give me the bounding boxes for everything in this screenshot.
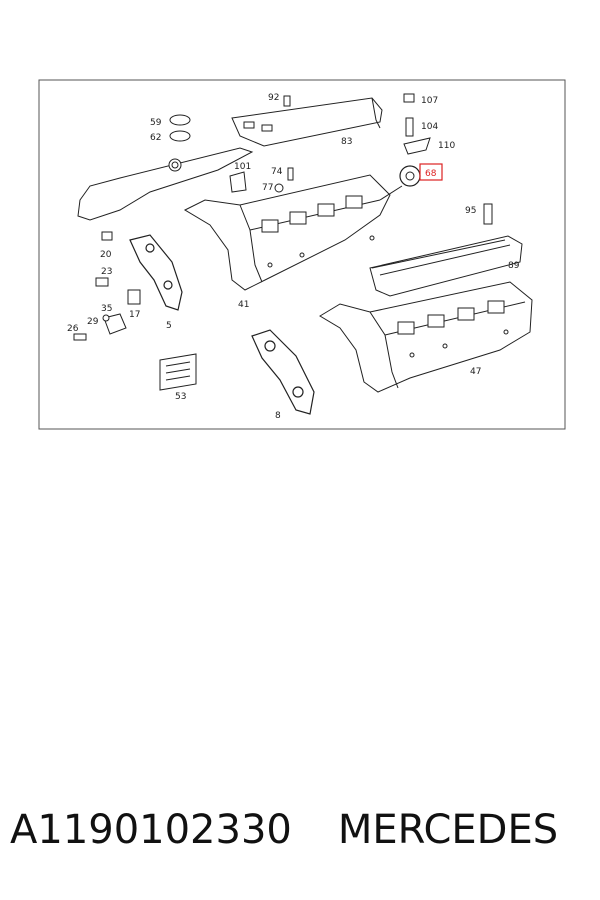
- small-parts: [73, 93, 493, 391]
- label-95: 95: [465, 206, 476, 216]
- parts-diagram: 59 62 92 83 107 104 110 68 101 74 77 95 …: [38, 79, 566, 430]
- label-74: 74: [271, 167, 283, 177]
- sleeve-part-17: [127, 289, 141, 305]
- valve-cover-part-47: [319, 281, 533, 393]
- bolt-part-23: [95, 277, 109, 287]
- valve-cover-part-41: [183, 174, 391, 291]
- part-labels: 59 62 92 83 107 104 110 68 101 74 77 95 …: [67, 93, 520, 421]
- gasket-part-5: [129, 234, 183, 311]
- bolt-part-20: [101, 231, 113, 241]
- label-35: 35: [101, 304, 112, 314]
- label-5: 5: [166, 321, 172, 331]
- label-8: 8: [275, 411, 281, 421]
- label-83: 83: [341, 137, 352, 147]
- label-110: 110: [438, 141, 455, 151]
- bracket-part-110: [403, 137, 431, 155]
- cover-part-83: [231, 97, 383, 147]
- plug-part-68: [379, 163, 443, 201]
- bolt-part-74: [287, 167, 294, 181]
- label-92: 92: [268, 93, 279, 103]
- ring-part-35: [102, 314, 110, 322]
- bolt-part-92: [283, 95, 291, 107]
- highlight-box-68: [419, 163, 443, 181]
- label-41: 41: [238, 300, 249, 310]
- brand-name: MERCEDES: [337, 807, 559, 853]
- part-number: A1190102330: [10, 807, 292, 853]
- label-104: 104: [421, 122, 438, 132]
- label-77: 77: [262, 183, 273, 193]
- label-23: 23: [101, 267, 112, 277]
- label-101: 101: [234, 162, 251, 172]
- cover-part-89: [369, 235, 523, 297]
- cover-part-upper-left: [77, 147, 254, 221]
- label-47: 47: [470, 367, 481, 377]
- label-89: 89: [508, 261, 520, 271]
- label-62: 62: [150, 133, 161, 143]
- label-part-53: [159, 353, 197, 391]
- label-53: 53: [175, 392, 186, 402]
- label-17: 17: [129, 310, 140, 320]
- label-59: 59: [150, 118, 162, 128]
- gasket-part-8: [251, 329, 315, 415]
- label-68: 68: [425, 169, 437, 179]
- label-29: 29: [87, 317, 99, 327]
- label-20: 20: [100, 250, 112, 260]
- cap-part-59: [169, 114, 191, 126]
- part-caption: A1190102330 MERCEDES: [0, 800, 600, 860]
- bolt-part-95: [483, 203, 493, 225]
- seal-part-29: [103, 313, 127, 335]
- label-26: 26: [67, 324, 79, 334]
- label-107: 107: [421, 96, 438, 106]
- seal-part-62: [169, 130, 191, 142]
- clip-part-101: [229, 171, 247, 193]
- washer-part-77: [274, 183, 284, 193]
- nut-part-107: [403, 93, 415, 103]
- bolt-part-26: [73, 333, 87, 341]
- bolt-part-104: [405, 117, 414, 137]
